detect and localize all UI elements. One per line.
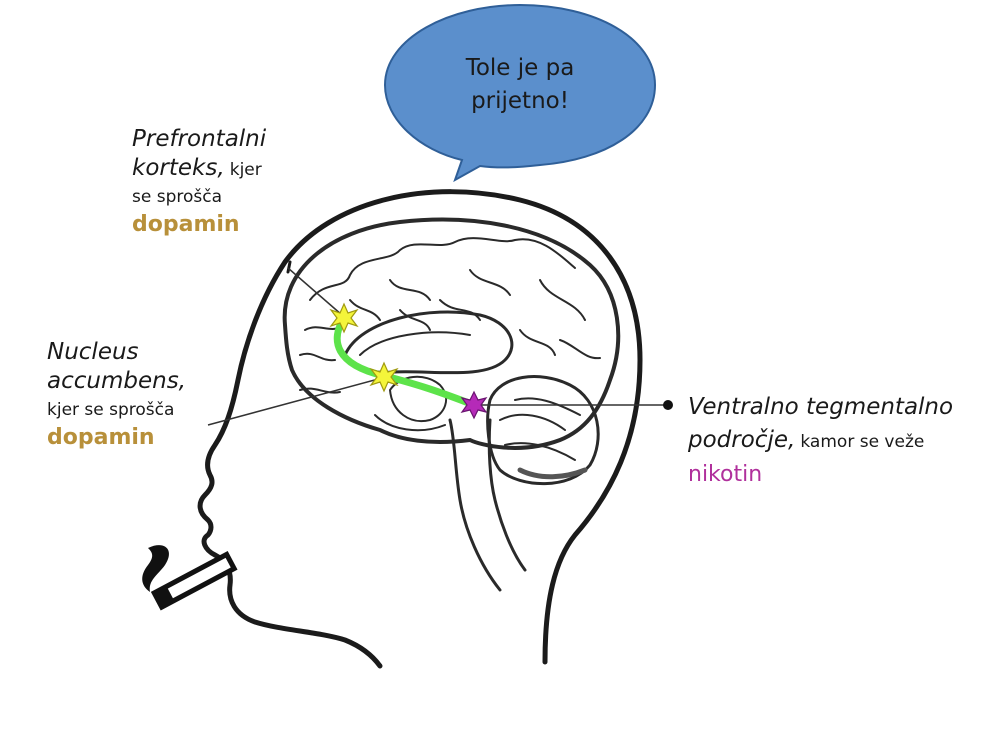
prefrontal-small: kjer bbox=[229, 159, 262, 180]
speech-bubble-text: Tole je pa prijetno! bbox=[420, 52, 620, 119]
connector-lines bbox=[207, 267, 668, 426]
vta-title-2: področje, bbox=[688, 426, 796, 453]
prefrontal-line-2: korteks, kjer bbox=[132, 154, 266, 183]
vta-star-icon bbox=[460, 390, 488, 420]
nucleus-title-2: accumbens, bbox=[47, 367, 186, 394]
brain bbox=[282, 217, 621, 592]
head-outline bbox=[197, 189, 643, 669]
nucleus-label: Nucleus accumbens, kjer se sprošča dopam… bbox=[47, 338, 186, 451]
nucleus-title: Nucleus bbox=[47, 339, 139, 365]
nucleus-star-icon bbox=[369, 361, 399, 393]
bubble-line-1: Tole je pa bbox=[465, 55, 575, 81]
speech-bubble bbox=[383, 3, 657, 183]
cigarette-icon bbox=[142, 545, 238, 611]
prefrontal-title: Prefrontalni bbox=[132, 126, 267, 152]
vta-label: Ventralno tegmentalno področje, kamor se… bbox=[688, 393, 953, 488]
dopamine-pathway bbox=[333, 314, 478, 409]
vta-nicotine: nikotin bbox=[688, 461, 763, 487]
prefrontal-connector bbox=[287, 267, 343, 316]
vta-title: Ventralno tegmentalno bbox=[688, 394, 954, 420]
prefrontal-label: Prefrontalni korteks, kjer se sprošča do… bbox=[132, 125, 266, 238]
prefrontal-title-2: korteks, bbox=[132, 154, 225, 181]
nucleus-connector bbox=[207, 377, 383, 426]
prefrontal-dopamine: dopamin bbox=[132, 211, 240, 237]
bubble-line-2: prijetno! bbox=[471, 88, 569, 115]
prefrontal-line-3: se sprošča bbox=[132, 186, 223, 207]
nucleus-line-3: kjer se sprošča bbox=[47, 399, 175, 420]
nucleus-dopamine: dopamin bbox=[47, 424, 155, 450]
prefrontal-star-icon bbox=[329, 302, 359, 334]
vta-small: kamor se veže bbox=[800, 431, 925, 452]
vta-line-2: področje, kamor se veže bbox=[688, 426, 953, 455]
vta-connector-dot bbox=[663, 400, 673, 410]
